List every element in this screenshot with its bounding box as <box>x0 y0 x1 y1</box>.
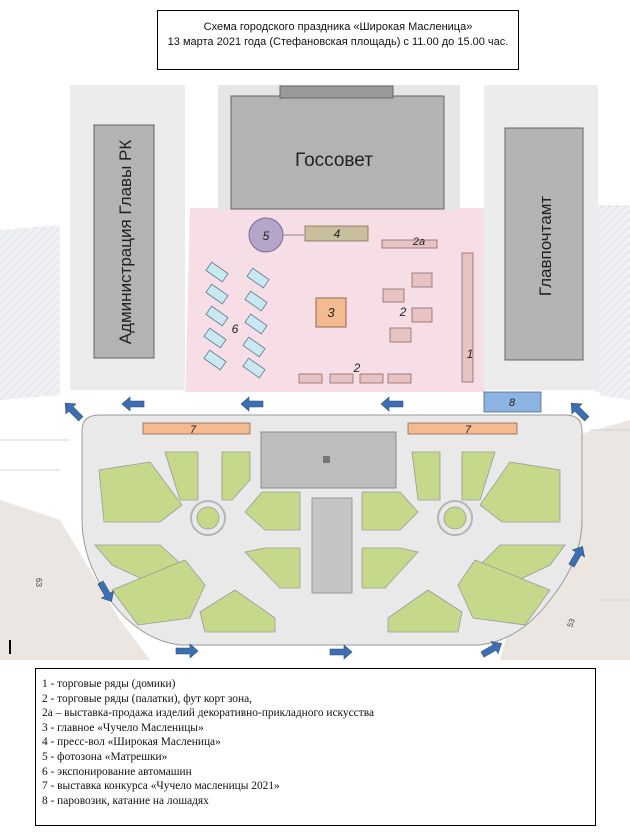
scarecrow <box>315 297 347 328</box>
marker-2a: 2а <box>412 236 425 248</box>
trading-houses <box>461 252 474 383</box>
side-mark <box>9 640 11 654</box>
gossovet-wing <box>279 85 394 99</box>
legend-item-3: 3 - главное «Чучело Масленицы» <box>42 721 204 734</box>
train-zone <box>483 391 542 413</box>
arrow-icon <box>64 402 84 422</box>
arrow-icon <box>570 402 590 422</box>
legend-item-6: 6 - экспонирование автомашин <box>42 765 192 778</box>
marker-1: 1 <box>467 347 474 361</box>
monument <box>323 456 330 463</box>
exhibition-strip-right <box>407 422 518 435</box>
glavpochtamt-building <box>504 127 584 361</box>
legend-item-4: 4 - пресс-вол «Широкая Масленица» <box>42 736 221 749</box>
marker-2-lower: 2 <box>353 361 361 375</box>
marker-7-left: 7 <box>190 424 197 436</box>
marker-7-right: 7 <box>465 424 472 436</box>
administration-label: Администрация Главы РК <box>116 140 135 345</box>
marker-4: 4 <box>334 227 341 241</box>
city-block-left <box>0 225 60 400</box>
left-roundabout <box>196 506 220 530</box>
gossovet-building <box>230 95 445 210</box>
title-line-1: Схема городского праздника «Широкая Масл… <box>203 21 473 33</box>
arrow-icon <box>175 643 199 659</box>
legend-item-2: 2 - торговые ряды (палатки), фут корт зо… <box>42 692 253 705</box>
arrow-icon <box>121 396 145 412</box>
city-block-right <box>595 205 630 400</box>
glavpochtamt-label: Главпочтамт <box>536 196 555 297</box>
right-roundabout-ring <box>437 500 473 536</box>
legend-item-7: 7 - выставка конкурса «Чучело масленицы … <box>42 780 280 793</box>
marker-5: 5 <box>263 229 270 243</box>
tents-group-lower <box>298 373 412 384</box>
street-number-right: 53 <box>565 617 577 629</box>
street-number-left: 63 <box>34 578 43 587</box>
left-roundabout-ring <box>190 500 226 536</box>
marker-3: 3 <box>327 305 335 320</box>
left-garden <box>94 451 301 633</box>
arrow-icon <box>329 644 353 660</box>
tents-group-upper <box>382 272 433 343</box>
arrow-icon <box>240 396 264 412</box>
marker-2-upper: 2 <box>399 305 407 319</box>
title-line-2: 13 марта 2021 года (Стефановская площадь… <box>167 36 509 48</box>
city-block-bottom-left <box>0 500 150 660</box>
administration-building <box>93 124 155 359</box>
exhibition-strip-left <box>142 422 251 435</box>
legend: 1 - торговые ряды (домики) 2 - торговые … <box>35 668 596 826</box>
marker-8: 8 <box>509 397 516 409</box>
arrow-icon <box>97 580 114 602</box>
right-garden <box>361 451 566 633</box>
flow-arrows <box>64 396 590 660</box>
legend-item-5: 5 - фотозона «Матрешки» <box>42 750 168 763</box>
arrow-icon <box>380 396 404 412</box>
alley-strip <box>311 497 353 594</box>
legend-item-2a: 2а – выставка-продажа изделий декоративн… <box>42 707 375 720</box>
press-wall <box>304 225 369 242</box>
street-grid <box>0 429 630 601</box>
legend-item-8: 8 - паровозик, катание на лошадях <box>42 794 209 807</box>
arrow-icon <box>480 641 502 658</box>
festival-map: Администрация Главы РК Госсовет Главпочт… <box>0 80 630 660</box>
arrow-icon <box>568 546 585 568</box>
crafts-stall <box>381 239 438 249</box>
marker-6: 6 <box>232 322 239 336</box>
gossovet-label: Госсовет <box>295 150 373 171</box>
title-box: Схема городского праздника «Широкая Масл… <box>157 10 519 70</box>
car-exhibit <box>203 261 270 379</box>
right-roundabout <box>443 506 467 530</box>
legend-item-1: 1 - торговые ряды (домики) <box>42 678 176 690</box>
